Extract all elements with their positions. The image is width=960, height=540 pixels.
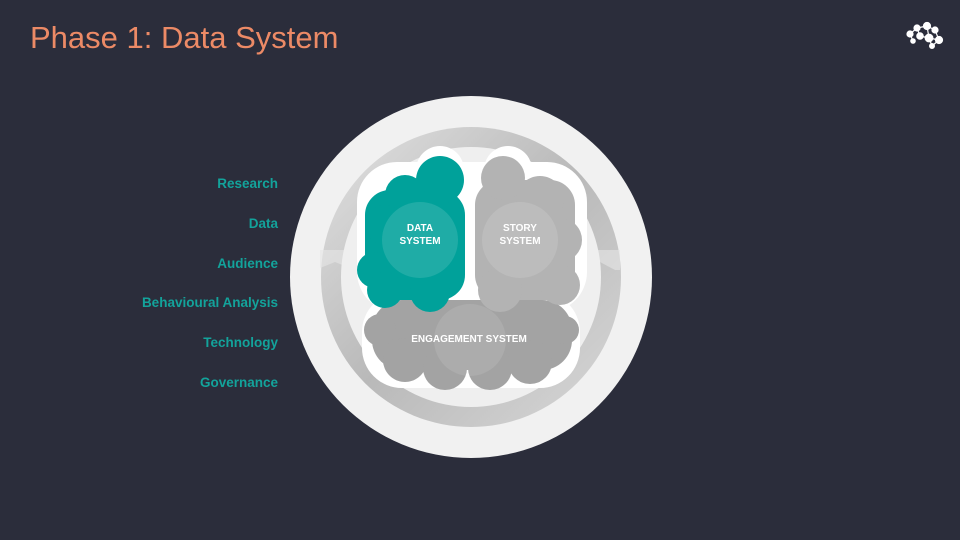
topic-technology: Technology [203, 335, 278, 351]
topic-governance: Governance [199, 374, 278, 390]
story-system-label-line2: SYSTEM [499, 236, 540, 247]
brain-network-logo-icon [906, 21, 944, 50]
story-system-label-line1: STORY [503, 223, 537, 234]
engagement-system-lobe [364, 300, 579, 390]
data-system-label-line2: SYSTEM [399, 236, 440, 247]
data-system-lobe [357, 156, 465, 312]
slide-title: Phase 1: Data System [30, 20, 339, 55]
data-system-label-line1: DATA [407, 223, 433, 234]
topic-audience: Audience [217, 255, 278, 271]
topic-research: Research [217, 176, 278, 191]
phase-topic-list: Research Data Audience Behavioural Analy… [142, 176, 278, 415]
topic-data: Data [248, 215, 278, 231]
topic-behavioural-analysis: Behavioural Analysis [141, 295, 278, 311]
story-system-lobe [475, 156, 582, 312]
engagement-system-label: ENGAGEMENT SYSTEM [411, 334, 527, 345]
